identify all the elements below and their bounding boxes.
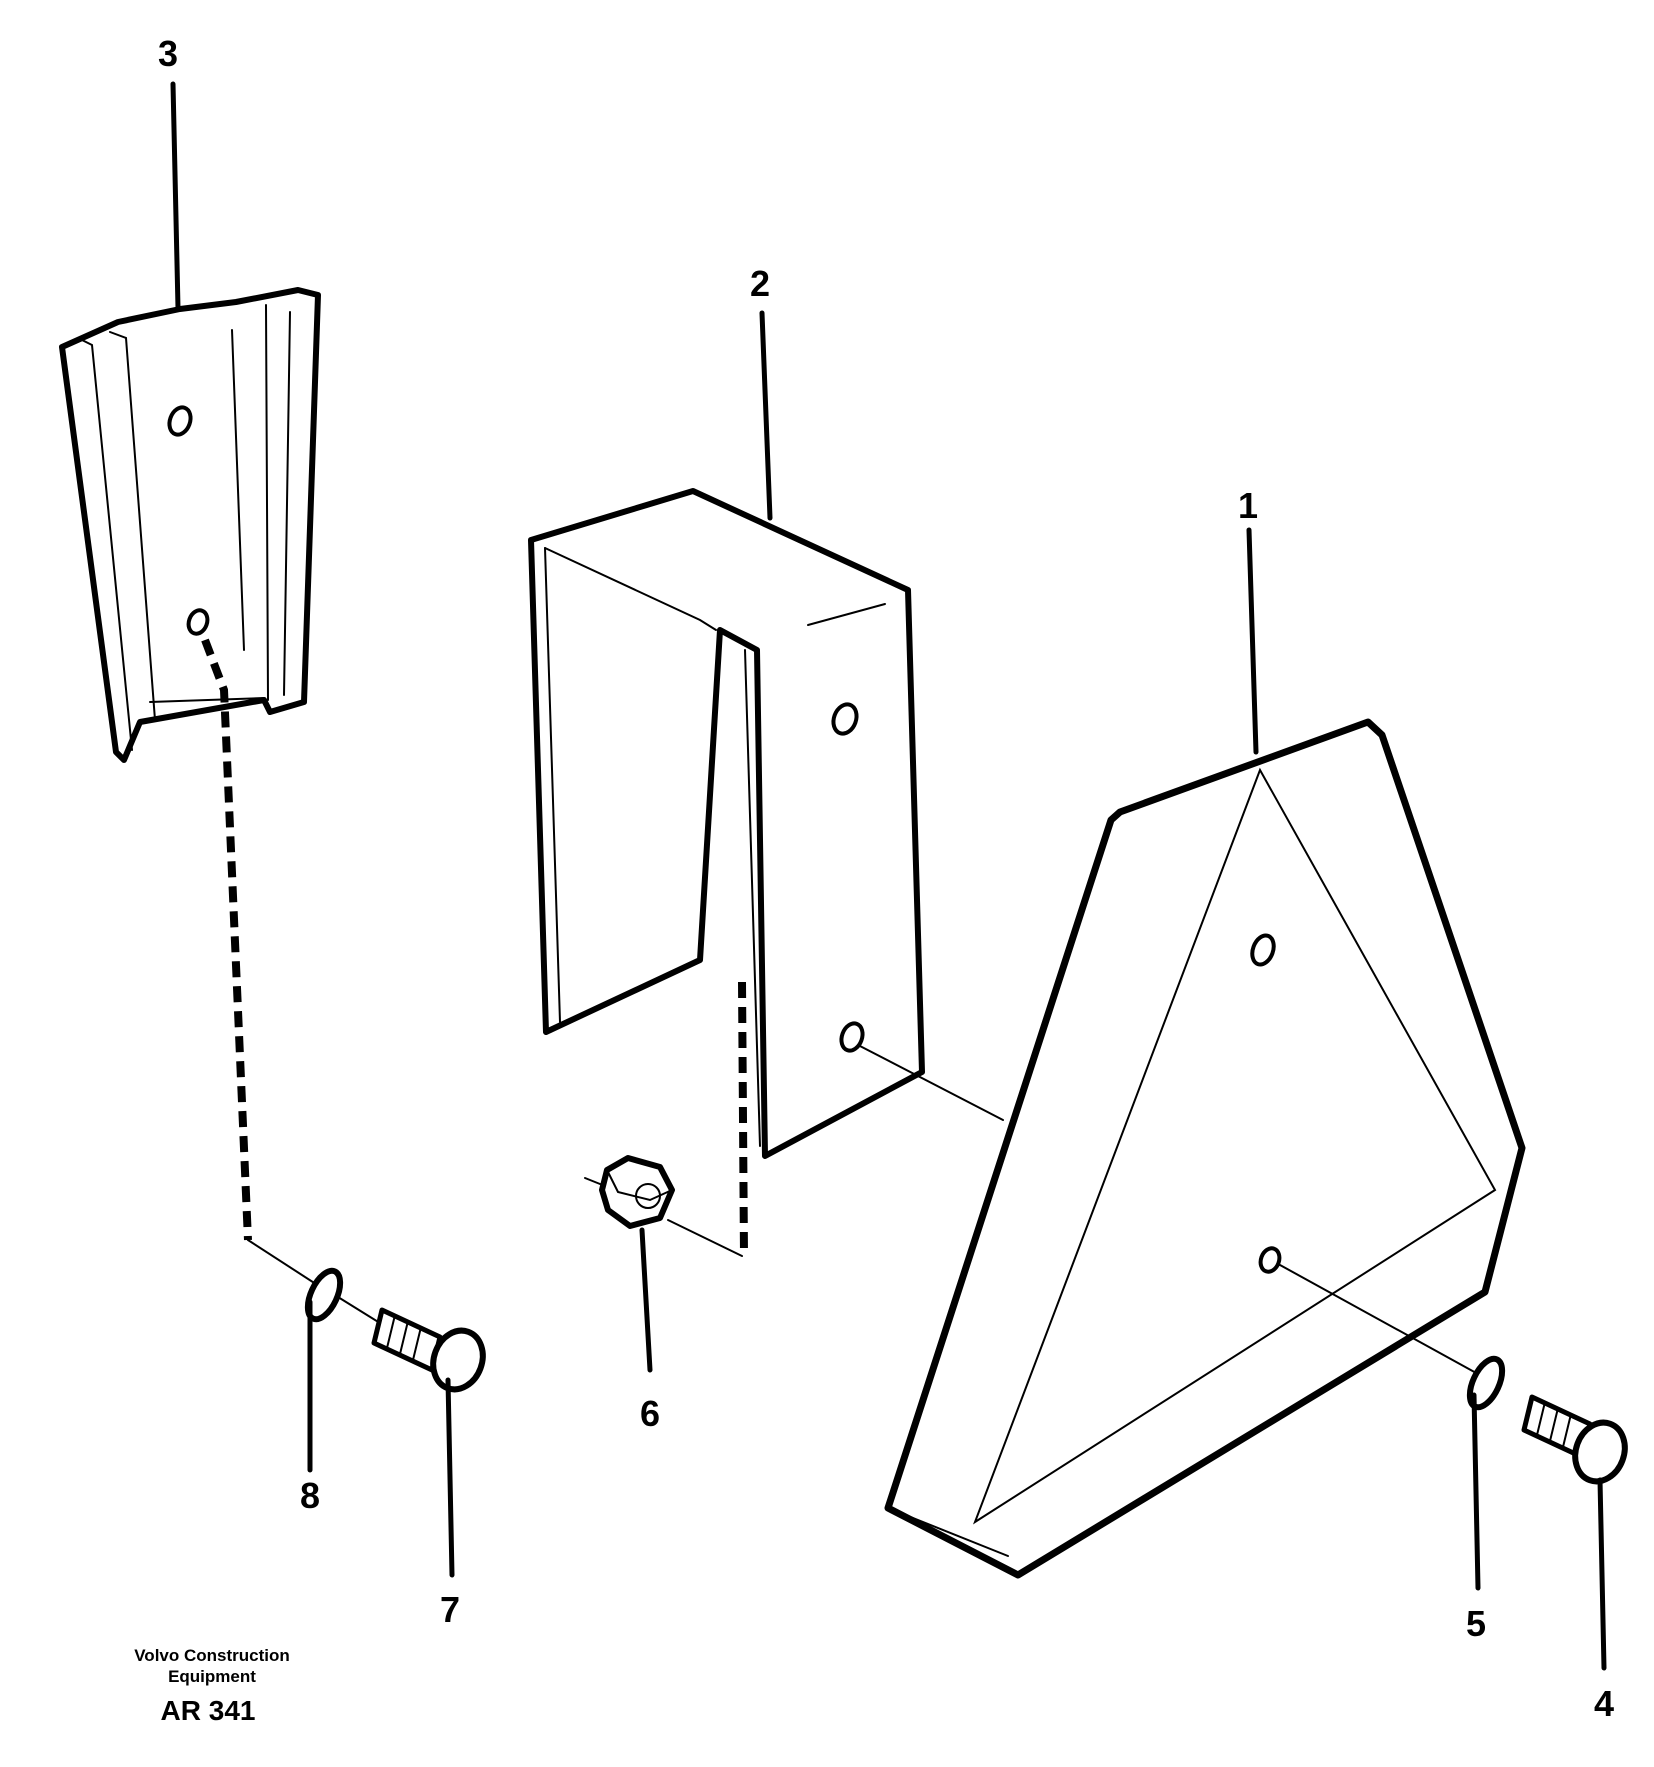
callout-5: 5 [1466, 1603, 1486, 1644]
callout-8: 8 [300, 1475, 320, 1516]
part-5-washer [1466, 1355, 1506, 1411]
part-1-reflector-sign [884, 718, 1526, 1579]
part-2-u-holder [528, 488, 925, 1159]
sign-upper-hole [1250, 933, 1276, 967]
dashed-axis-rail [201, 638, 252, 1241]
leader-lines [170, 81, 1607, 1671]
callout-3: 3 [158, 33, 178, 74]
figure-code: AR 341 [161, 1695, 256, 1726]
callout-7: 7 [440, 1589, 460, 1630]
callout-2: 2 [750, 263, 770, 304]
assembly-lines [201, 638, 1479, 1375]
caption-company-sub: Equipment [168, 1667, 256, 1686]
callout-4: 4 [1594, 1683, 1614, 1724]
part-4-screw [1521, 1394, 1628, 1485]
dashed-axis-holder [738, 981, 748, 1257]
rail-upper-hole [167, 405, 193, 437]
holder-upper-hole [831, 702, 859, 736]
part-7-screw [371, 1307, 486, 1393]
holder-lower-hole [839, 1021, 865, 1053]
callout-6: 6 [640, 1393, 660, 1434]
sign-lower-hole [1258, 1246, 1282, 1274]
rail-lower-hole [186, 608, 210, 636]
part-6-hex-nut [599, 1155, 675, 1229]
caption-block: Volvo Construction Equipment AR 341 [134, 1646, 290, 1726]
caption-company: Volvo Construction [134, 1646, 290, 1665]
part-8-washer [304, 1267, 344, 1323]
callout-1: 1 [1238, 485, 1258, 526]
callout-numbers: 3 2 1 8 7 6 5 4 [158, 33, 1614, 1724]
part-3-rail-bracket [59, 287, 321, 763]
